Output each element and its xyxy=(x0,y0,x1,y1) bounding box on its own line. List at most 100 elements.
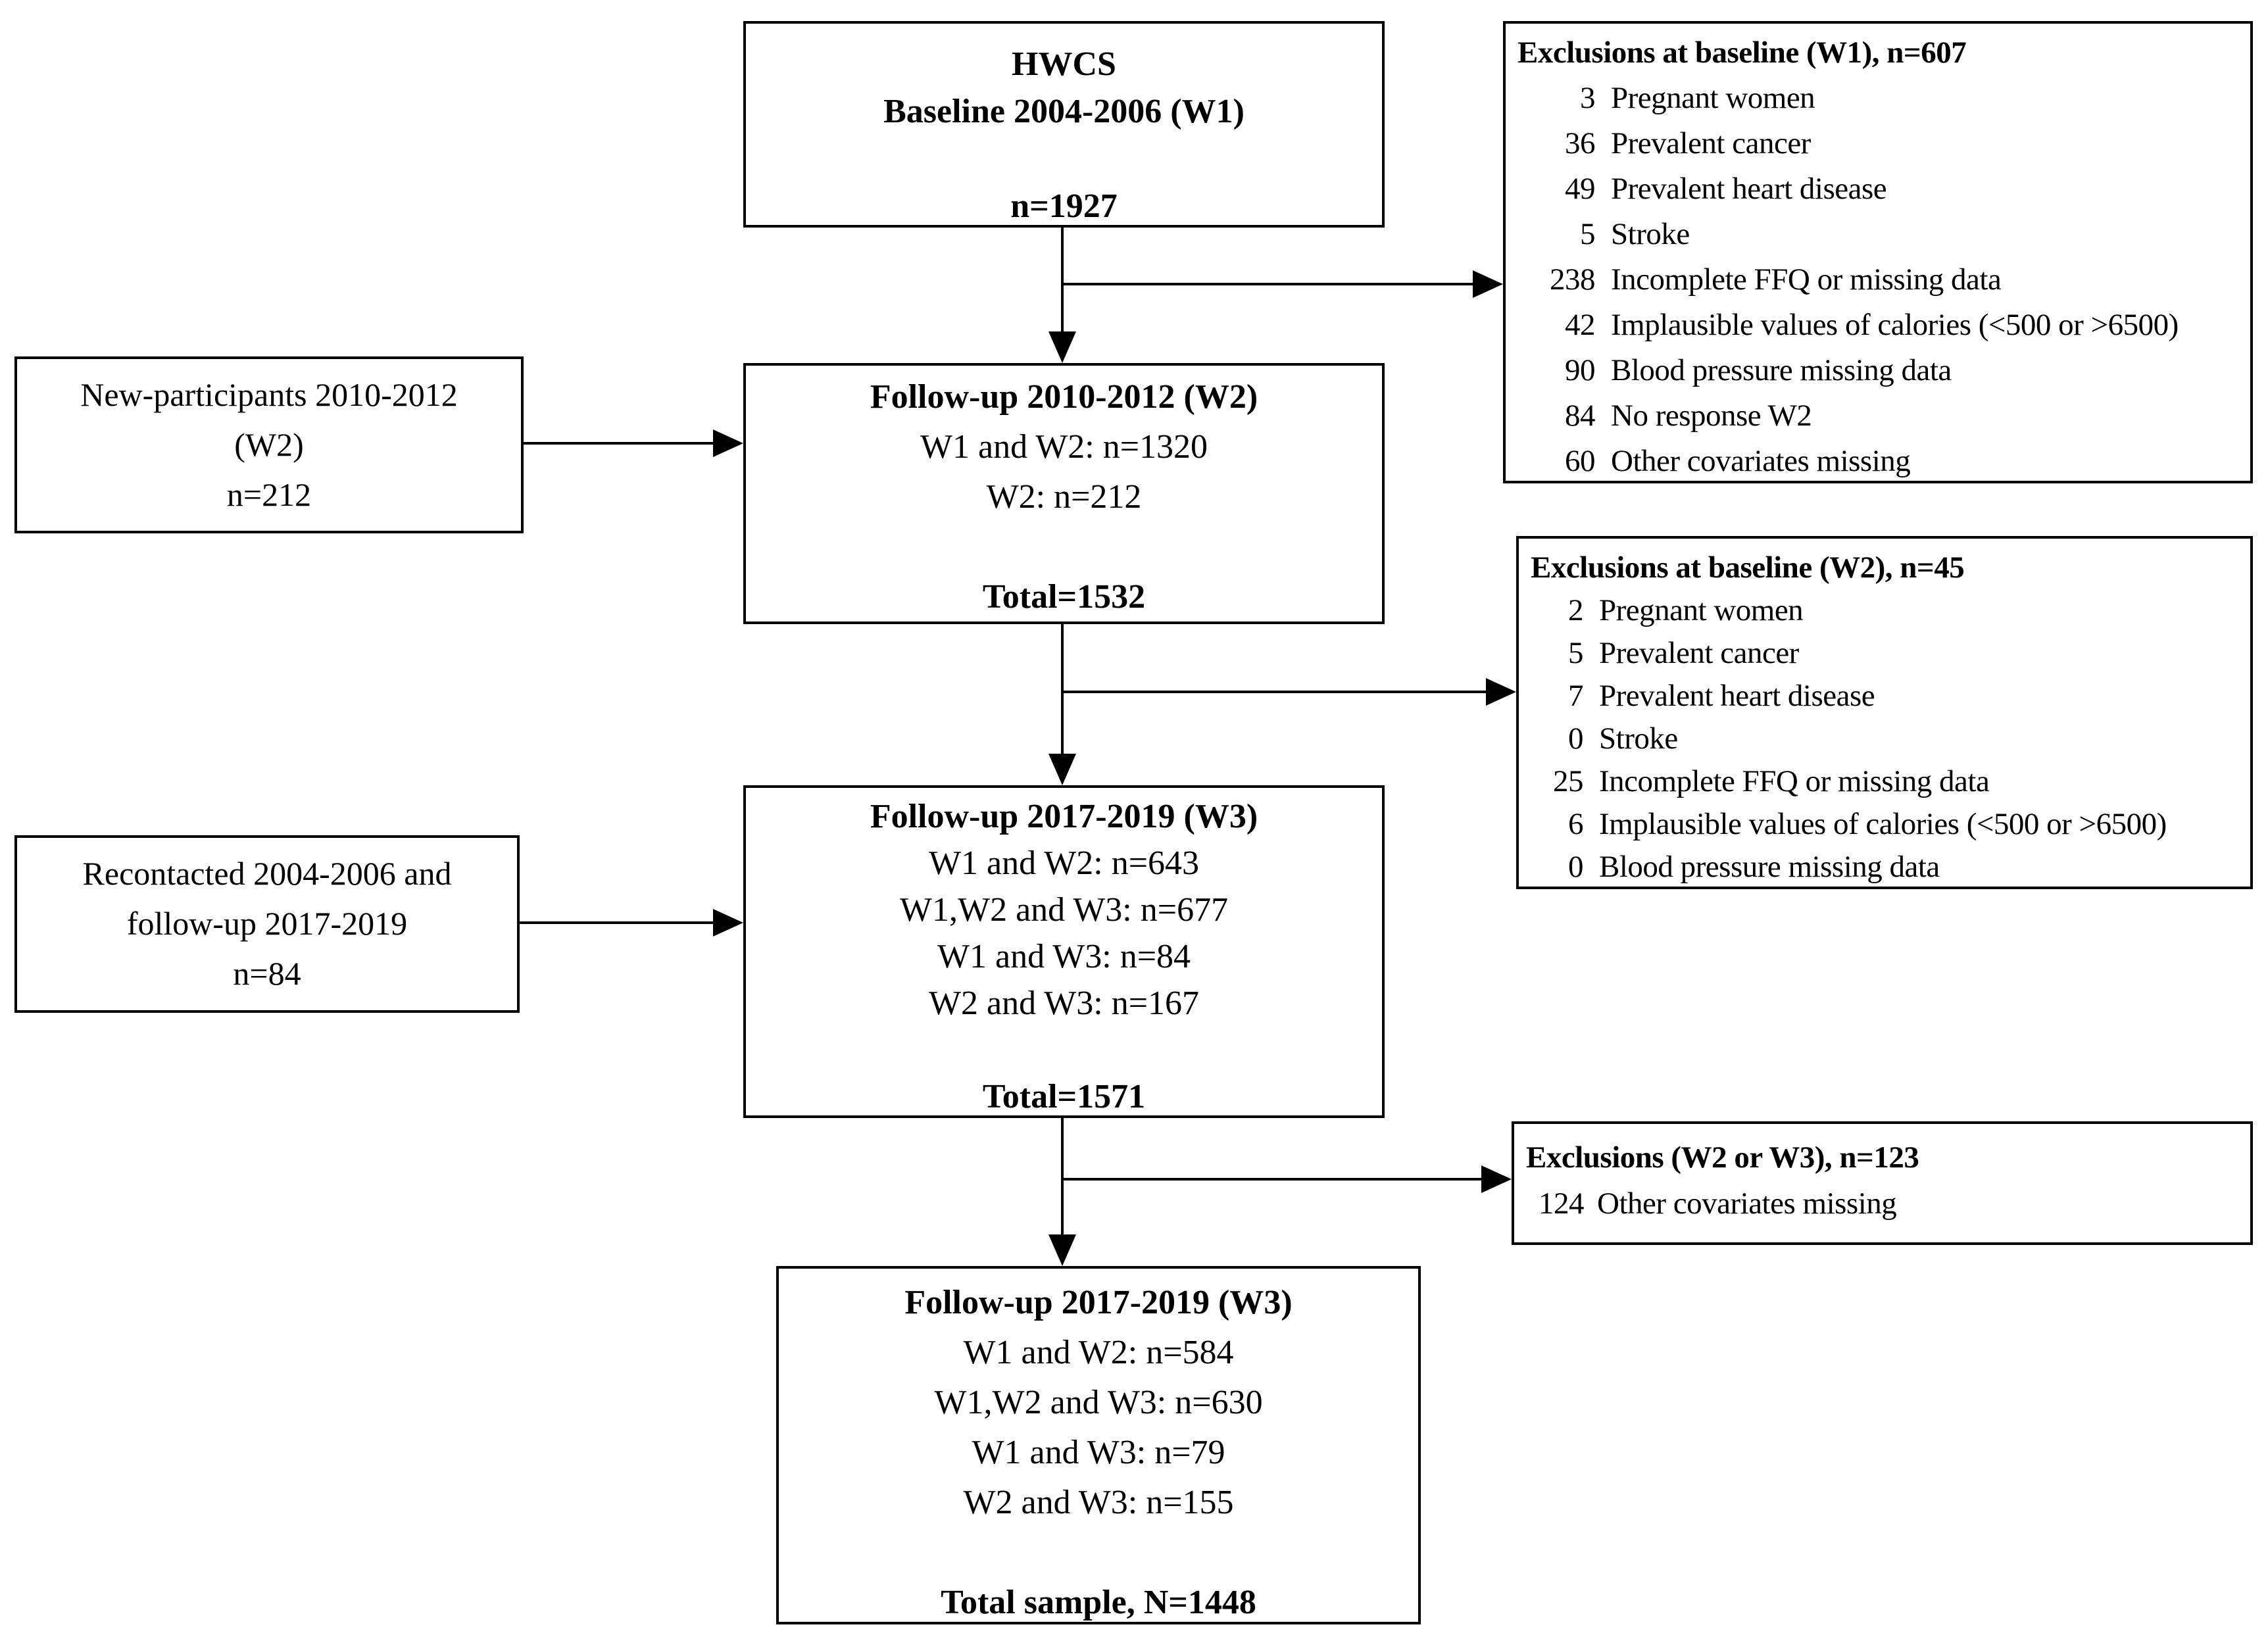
box-title-line: Follow-up 2017-2019 (W3) xyxy=(904,1284,1293,1321)
flow-box-recontacted: Recontacted 2004-2006 and follow-up 2017… xyxy=(14,835,520,1013)
exclusion-label: Pregnant women xyxy=(1599,593,1804,627)
box-text-line: W1,W2 and W3: n=630 xyxy=(934,1384,1263,1421)
exclusion-item: 42 Implausible values of calories (<500 o… xyxy=(1517,303,2241,348)
exclusion-label: Pregnant women xyxy=(1611,81,1815,115)
box-text-line: W2 and W3: n=167 xyxy=(928,985,1200,1022)
arrowhead-down-icon xyxy=(1048,1234,1076,1266)
exclusions-header: Exclusions at baseline (W2), n=45 xyxy=(1531,550,1965,585)
spacer xyxy=(746,1027,1382,1073)
exclusion-item: 2 Pregnant women xyxy=(1531,589,2241,632)
box-total: Total=1571 xyxy=(982,1078,1146,1115)
exclusion-item: 36 Prevalent cancer xyxy=(1517,121,2241,166)
exclusion-item: 90 Blood pressure missing data xyxy=(1517,348,2241,393)
exclusion-label: Other covariates missing xyxy=(1611,444,1911,478)
exclusion-label: Implausible values of calories (<500 or … xyxy=(1599,807,2167,841)
arrowhead-right-icon xyxy=(1486,678,1516,706)
flow-box-followup-w2: Follow-up 2010-2012 (W2) W1 and W2: n=13… xyxy=(743,363,1385,624)
spacer xyxy=(746,522,1382,572)
exclusion-item: 6 Implausible values of calories (<500 or… xyxy=(1531,803,2241,846)
box-text-line: W2 and W3: n=155 xyxy=(963,1484,1234,1521)
arrow-to-exclusions-w1-line xyxy=(1062,283,1475,285)
exclusion-label: Prevalent cancer xyxy=(1599,636,1799,670)
exclusion-item: 25 Incomplete FFQ or missing data xyxy=(1531,760,2241,803)
arrow-w2-to-w3-line xyxy=(1061,624,1064,755)
flow-box-new-participants: New-participants 2010-2012 (W2) n=212 xyxy=(14,356,524,533)
box-text-line: W1 and W3: n=79 xyxy=(972,1434,1225,1471)
exclusion-label: Prevalent heart disease xyxy=(1599,679,1875,713)
box-count: n=1927 xyxy=(1010,187,1118,225)
box-text-line: W1 and W2: n=1320 xyxy=(920,428,1208,466)
arrowhead-right-icon xyxy=(713,909,743,937)
exclusion-count: 60 xyxy=(1565,444,1596,478)
box-total: Total=1532 xyxy=(982,578,1146,616)
exclusion-count: 42 xyxy=(1565,308,1596,342)
exclusion-label: Incomplete FFQ or missing data xyxy=(1599,764,1990,798)
exclusion-label: Stroke xyxy=(1611,217,1690,251)
arrowhead-right-icon xyxy=(1473,270,1503,298)
exclusion-count: 6 xyxy=(1568,807,1584,841)
exclusion-count: 124 xyxy=(1539,1186,1585,1221)
exclusions-header: Exclusions at baseline (W1), n=607 xyxy=(1517,36,1967,70)
spacer xyxy=(746,135,1382,183)
exclusion-count: 36 xyxy=(1565,126,1596,160)
exclusion-count: 49 xyxy=(1565,172,1596,206)
box-title-line: Baseline 2004-2006 (W1) xyxy=(883,93,1245,130)
arrow-to-exclusions-w2-line xyxy=(1062,691,1489,693)
exclusion-label: Implausible values of calories (<500 or … xyxy=(1611,308,2179,342)
arrow-recontacted-to-w3-line xyxy=(520,921,716,924)
exclusion-label: Prevalent heart disease xyxy=(1611,172,1887,206)
arrow-baseline-to-w2-line xyxy=(1061,228,1064,333)
exclusion-label: Blood pressure missing data xyxy=(1611,353,1952,387)
box-title-line: Follow-up 2010-2012 (W2) xyxy=(870,378,1258,416)
exclusion-label: Stroke xyxy=(1599,721,1678,756)
flow-box-final-sample: Follow-up 2017-2019 (W3) W1 and W2: n=58… xyxy=(776,1266,1421,1624)
exclusion-item: 5 Prevalent cancer xyxy=(1531,632,2241,675)
box-title-line: HWCS xyxy=(1012,45,1116,83)
exclusion-item: 124 Other covariates missing xyxy=(1526,1181,2241,1227)
arrow-to-exclusions-w2-or-w3-line xyxy=(1062,1178,1483,1181)
box-title-line: Follow-up 2017-2019 (W3) xyxy=(870,798,1258,835)
exclusion-count: 7 xyxy=(1568,679,1584,713)
box-count: n=84 xyxy=(233,955,301,992)
box-total: Total sample, N=1448 xyxy=(941,1584,1256,1621)
flow-box-followup-w3: Follow-up 2017-2019 (W3) W1 and W2: n=64… xyxy=(743,785,1385,1118)
exclusion-count: 90 xyxy=(1565,353,1596,387)
exclusions-box-w2-or-w3: Exclusions (W2 or W3), n=123 124 Other co… xyxy=(1512,1121,2253,1245)
exclusion-item: 238 Incomplete FFQ or missing data xyxy=(1517,257,2241,303)
exclusion-label: Incomplete FFQ or missing data xyxy=(1611,262,2002,297)
exclusion-item: 49 Prevalent heart disease xyxy=(1517,166,2241,212)
box-text-line: W2: n=212 xyxy=(986,478,1142,516)
arrow-new-participants-to-w2-line xyxy=(524,442,716,445)
exclusion-count: 238 xyxy=(1550,262,1596,297)
exclusion-label: Other covariates missing xyxy=(1597,1186,1897,1221)
exclusions-list-w2: 2 Pregnant women 5 Prevalent cancer 7 Preva… xyxy=(1531,589,2241,889)
exclusions-list-w2-or-w3: 124 Other covariates missing xyxy=(1526,1181,2241,1227)
exclusions-header: Exclusions (W2 or W3), n=123 xyxy=(1526,1140,1919,1175)
box-text-line: follow-up 2017-2019 xyxy=(126,905,408,942)
arrowhead-right-icon xyxy=(1481,1165,1512,1193)
flow-box-hwcs-baseline: HWCS Baseline 2004-2006 (W1) n=1927 xyxy=(743,21,1385,228)
box-text-line: W1 and W2: n=584 xyxy=(963,1334,1234,1371)
exclusion-count: 2 xyxy=(1568,593,1584,627)
box-text-line: (W2) xyxy=(234,426,304,463)
arrowhead-down-icon xyxy=(1048,754,1076,785)
exclusion-count: 5 xyxy=(1568,636,1584,670)
exclusion-count: 0 xyxy=(1568,721,1584,756)
exclusion-item: 7 Prevalent heart disease xyxy=(1531,675,2241,718)
exclusion-item: 0 Stroke xyxy=(1531,718,2241,760)
exclusion-label: No response W2 xyxy=(1611,399,1812,433)
exclusion-count: 5 xyxy=(1580,217,1596,251)
box-text-line: W1 and W2: n=643 xyxy=(928,844,1200,882)
exclusion-label: Prevalent cancer xyxy=(1611,126,1811,160)
box-count: n=212 xyxy=(226,476,312,513)
spacer xyxy=(779,1528,1418,1578)
exclusion-count: 25 xyxy=(1553,764,1584,798)
box-text-line: W1,W2 and W3: n=677 xyxy=(899,891,1229,929)
exclusion-item: 5 Stroke xyxy=(1517,212,2241,257)
